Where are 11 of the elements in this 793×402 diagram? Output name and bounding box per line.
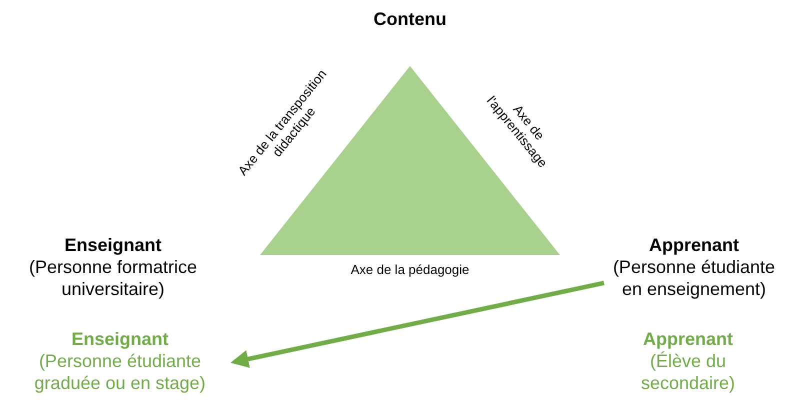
role-description: (Élève du secondaire) (640, 350, 736, 394)
role-description: (Personne étudiante graduée ou en stage) (33, 350, 207, 394)
axis-label: Axe de la pédagogie (350, 262, 470, 277)
role-description: (Personne formatrice universitaire) (28, 256, 198, 300)
role-description: (Personne étudiante en enseignement) (612, 256, 776, 300)
role-heading: Apprenant (649, 234, 739, 256)
role-heading: Contenu (374, 8, 446, 30)
arrow (230, 280, 604, 368)
role-heading: Enseignant (64, 234, 162, 256)
role-heading: Apprenant (643, 328, 733, 350)
role-heading: Enseignant (71, 328, 168, 350)
